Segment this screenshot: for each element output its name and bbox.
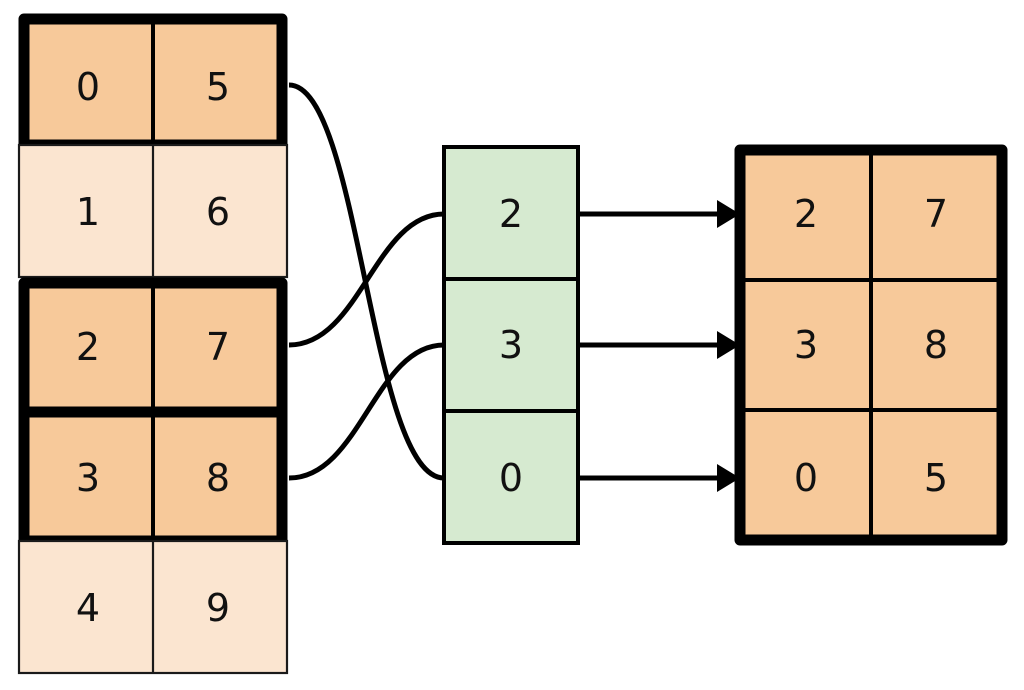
index-cell-0[interactable] (444, 147, 578, 279)
source-row-0[interactable]: 0 5 (18, 13, 288, 151)
arrow-head-slot2 (717, 464, 740, 492)
index-cell-2[interactable] (444, 411, 578, 543)
connector-row3-to-slot1 (288, 342, 445, 481)
index-value-0: 2 (499, 192, 523, 236)
index-cell-1[interactable] (444, 279, 578, 411)
source-value-1-1: 6 (206, 190, 230, 234)
index-value-1: 3 (499, 323, 523, 367)
source-table: 0 5 1 6 2 7 (17, 13, 289, 675)
source-cell-1-1[interactable] (153, 145, 287, 277)
result-value-1-0: 3 (794, 323, 818, 367)
arrow-head-slot1 (717, 331, 740, 359)
result-table-outline (734, 144, 1008, 546)
result-value-1-1: 8 (924, 323, 948, 367)
source-cell-0-1[interactable] (153, 19, 282, 145)
source-row-4[interactable]: 4 9 (17, 539, 289, 675)
result-value-0-1: 7 (924, 192, 948, 236)
source-value-4-0: 4 (76, 586, 100, 630)
index-column: 2 3 0 (442, 145, 580, 545)
index-value-2: 0 (499, 456, 523, 500)
arrow-head-slot0 (717, 200, 740, 228)
result-value-2-0: 0 (794, 456, 818, 500)
source-value-0-1: 5 (206, 65, 230, 109)
source-cell-4-1[interactable] (153, 541, 287, 673)
source-value-2-1: 7 (206, 325, 230, 369)
source-cell-2-1[interactable] (153, 283, 282, 409)
result-arrows (578, 200, 740, 492)
source-value-1-0: 1 (76, 190, 100, 234)
result-value-0-0: 2 (794, 192, 818, 236)
connector-row2-to-slot0 (288, 211, 445, 348)
result-value-2-1: 5 (924, 456, 948, 500)
source-value-4-1: 9 (206, 586, 230, 630)
source-row-1[interactable]: 1 6 (17, 143, 289, 279)
source-value-3-0: 3 (76, 456, 100, 500)
result-table: 2 7 3 8 0 5 (734, 144, 1008, 546)
source-value-0-0: 0 (76, 65, 100, 109)
source-value-3-1: 8 (206, 456, 230, 500)
source-value-2-0: 2 (76, 325, 100, 369)
connector-curves (288, 82, 445, 481)
source-cell-3-1[interactable] (153, 415, 282, 541)
source-row-3[interactable]: 3 8 (24, 415, 282, 541)
source-row-2[interactable]: 2 7 (24, 283, 282, 409)
